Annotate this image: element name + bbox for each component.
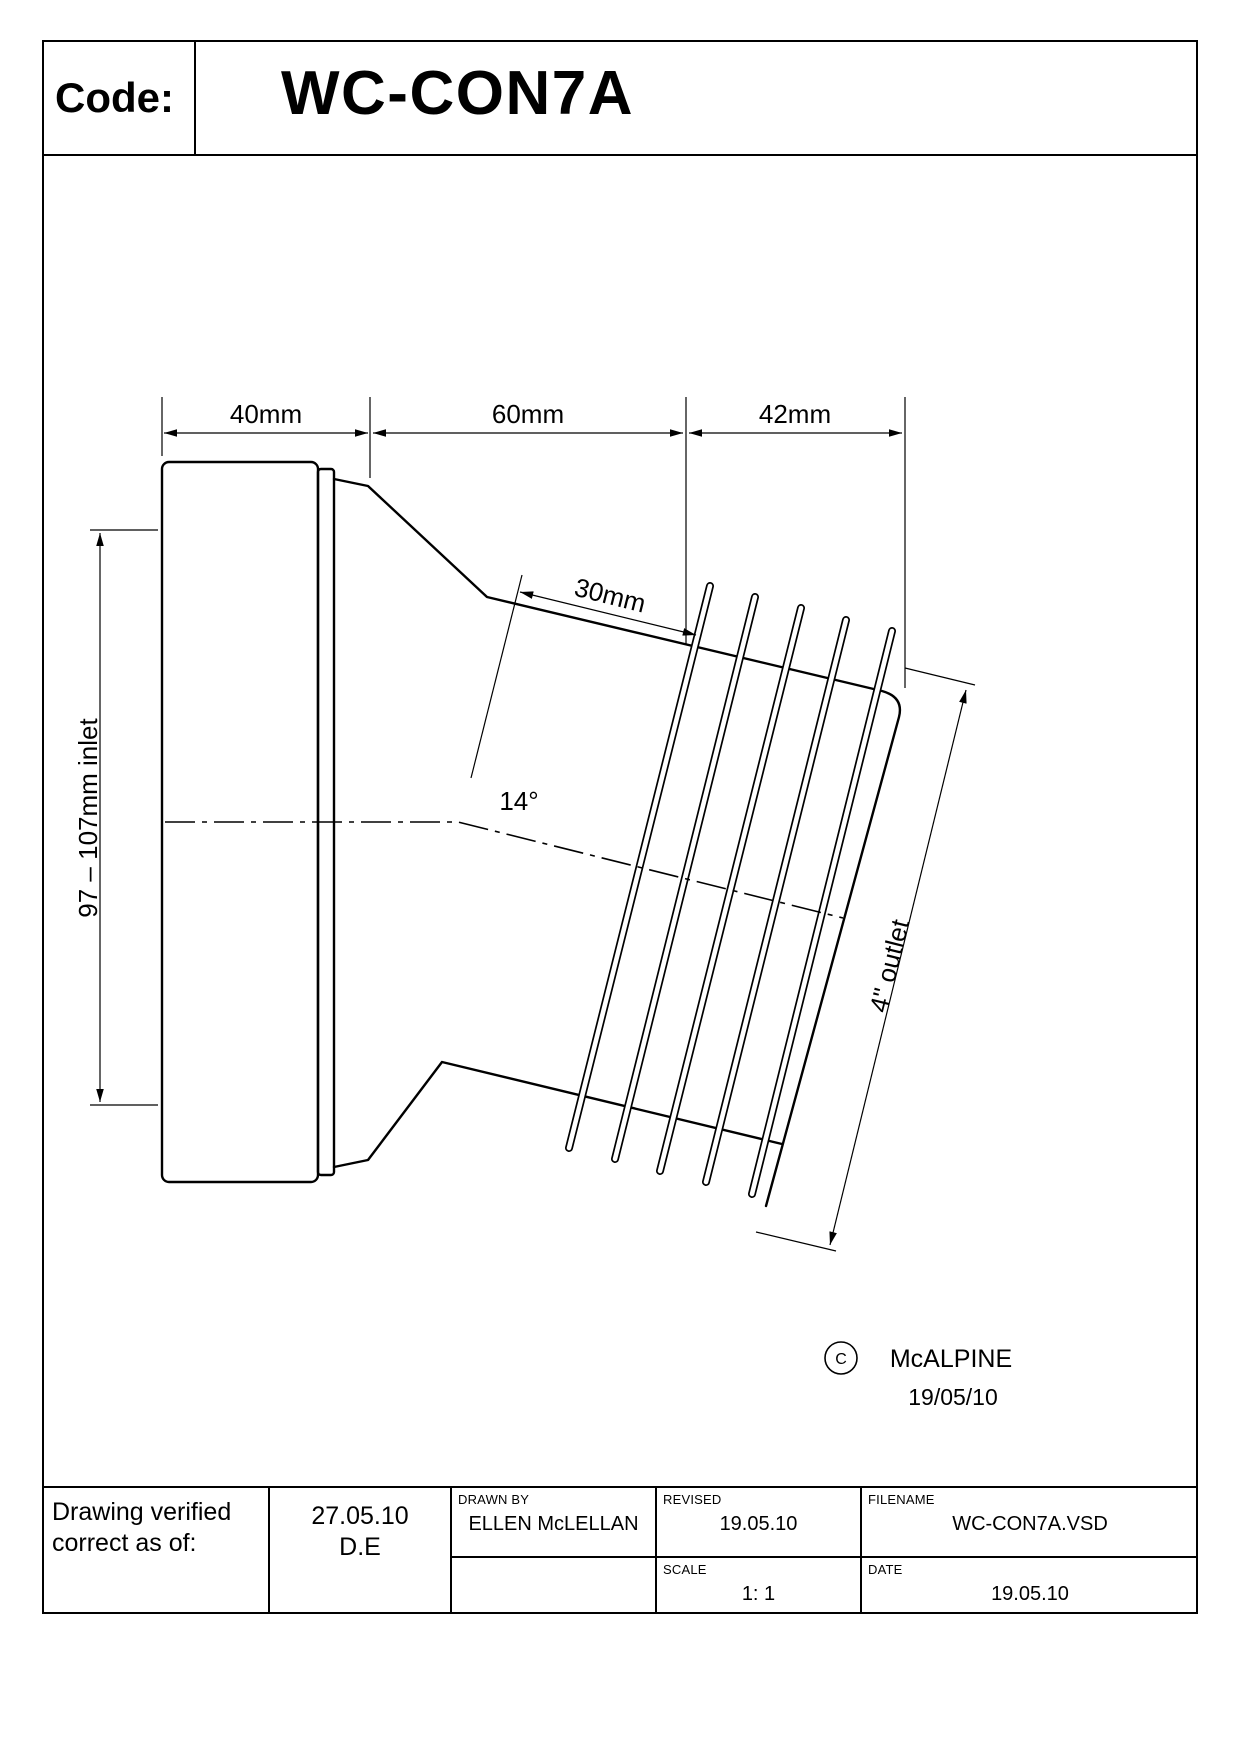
verified-initials: D.E bbox=[339, 1533, 381, 1561]
verified-cell: Drawing verified correct as of: bbox=[42, 1488, 268, 1614]
brand-name: McALPINE bbox=[890, 1345, 1012, 1373]
outlet-dim-label: 4" outlet bbox=[863, 916, 915, 1016]
date-cell: DATE 19.05.10 bbox=[860, 1556, 1198, 1614]
brand-date: 19/05/10 bbox=[908, 1384, 998, 1410]
dim-60-label: 60mm bbox=[492, 399, 564, 429]
filename-label: FILENAME bbox=[868, 1492, 935, 1507]
copyright-icon bbox=[824, 1341, 858, 1375]
verified-line1: Drawing verified bbox=[52, 1498, 232, 1526]
inlet-dim-label: 97 – 107mm inlet bbox=[73, 718, 103, 918]
drawn-by-cell: DRAWN BY ELLEN McLELLAN bbox=[450, 1488, 655, 1556]
verified-date: 27.05.10 bbox=[311, 1502, 409, 1530]
empty-cell bbox=[450, 1556, 655, 1614]
verified-date-cell: 27.05.10 D.E bbox=[268, 1488, 450, 1614]
fin-inner bbox=[612, 594, 758, 1162]
date-label: DATE bbox=[868, 1562, 903, 1577]
extension-line bbox=[470, 574, 523, 779]
outlet-bottom-profile bbox=[332, 1060, 784, 1169]
copyright-symbol: C bbox=[835, 1351, 847, 1368]
scale-value: 1: 1 bbox=[741, 1583, 776, 1605]
filename-cell: FILENAME WC-CON7A.VSD bbox=[860, 1488, 1198, 1556]
revised-label: REVISED bbox=[663, 1492, 722, 1507]
fins-inner bbox=[566, 583, 895, 1197]
drawn-by-value: ELLEN McLELLAN bbox=[468, 1513, 639, 1535]
revised-value: 19.05.10 bbox=[719, 1513, 798, 1535]
drawing-frame bbox=[42, 40, 1198, 1614]
dim-30-line bbox=[519, 591, 697, 636]
fin-inner bbox=[657, 605, 804, 1174]
header-box bbox=[42, 40, 1198, 156]
extension-line bbox=[755, 1231, 837, 1252]
dim-40-label: 40mm bbox=[230, 399, 302, 429]
copyright-group: C McALPINE 19/05/10 bbox=[824, 1341, 1012, 1410]
scale-label: SCALE bbox=[663, 1562, 707, 1577]
fin-inner bbox=[703, 617, 849, 1185]
title-block: Drawing verified correct as of: 27.05.10… bbox=[42, 1486, 1198, 1614]
code-label: Code: bbox=[55, 74, 174, 121]
code-label-cell: Code: bbox=[42, 40, 196, 156]
dimension-lines bbox=[90, 397, 976, 1252]
date-value: 19.05.10 bbox=[991, 1583, 1069, 1605]
outlet-dim-line bbox=[829, 689, 967, 1246]
drawn-by-label: DRAWN BY bbox=[458, 1492, 530, 1507]
scale-cell: SCALE 1: 1 bbox=[655, 1556, 860, 1614]
dim-30-label: 30mm bbox=[571, 572, 648, 619]
extension-line bbox=[904, 667, 976, 686]
angle-label: 14° bbox=[499, 786, 538, 816]
part-code: WC-CON7A bbox=[281, 59, 634, 128]
dim-42-label: 42mm bbox=[759, 399, 831, 429]
dimension-labels: 40mm 60mm 42mm 30mm 14° 97 – 107mm inlet… bbox=[73, 399, 915, 1015]
centerline bbox=[165, 821, 844, 919]
revised-cell: REVISED 19.05.10 bbox=[655, 1488, 860, 1556]
filename-value: WC-CON7A.VSD bbox=[952, 1513, 1108, 1535]
verified-line2: correct as of: bbox=[52, 1529, 197, 1557]
